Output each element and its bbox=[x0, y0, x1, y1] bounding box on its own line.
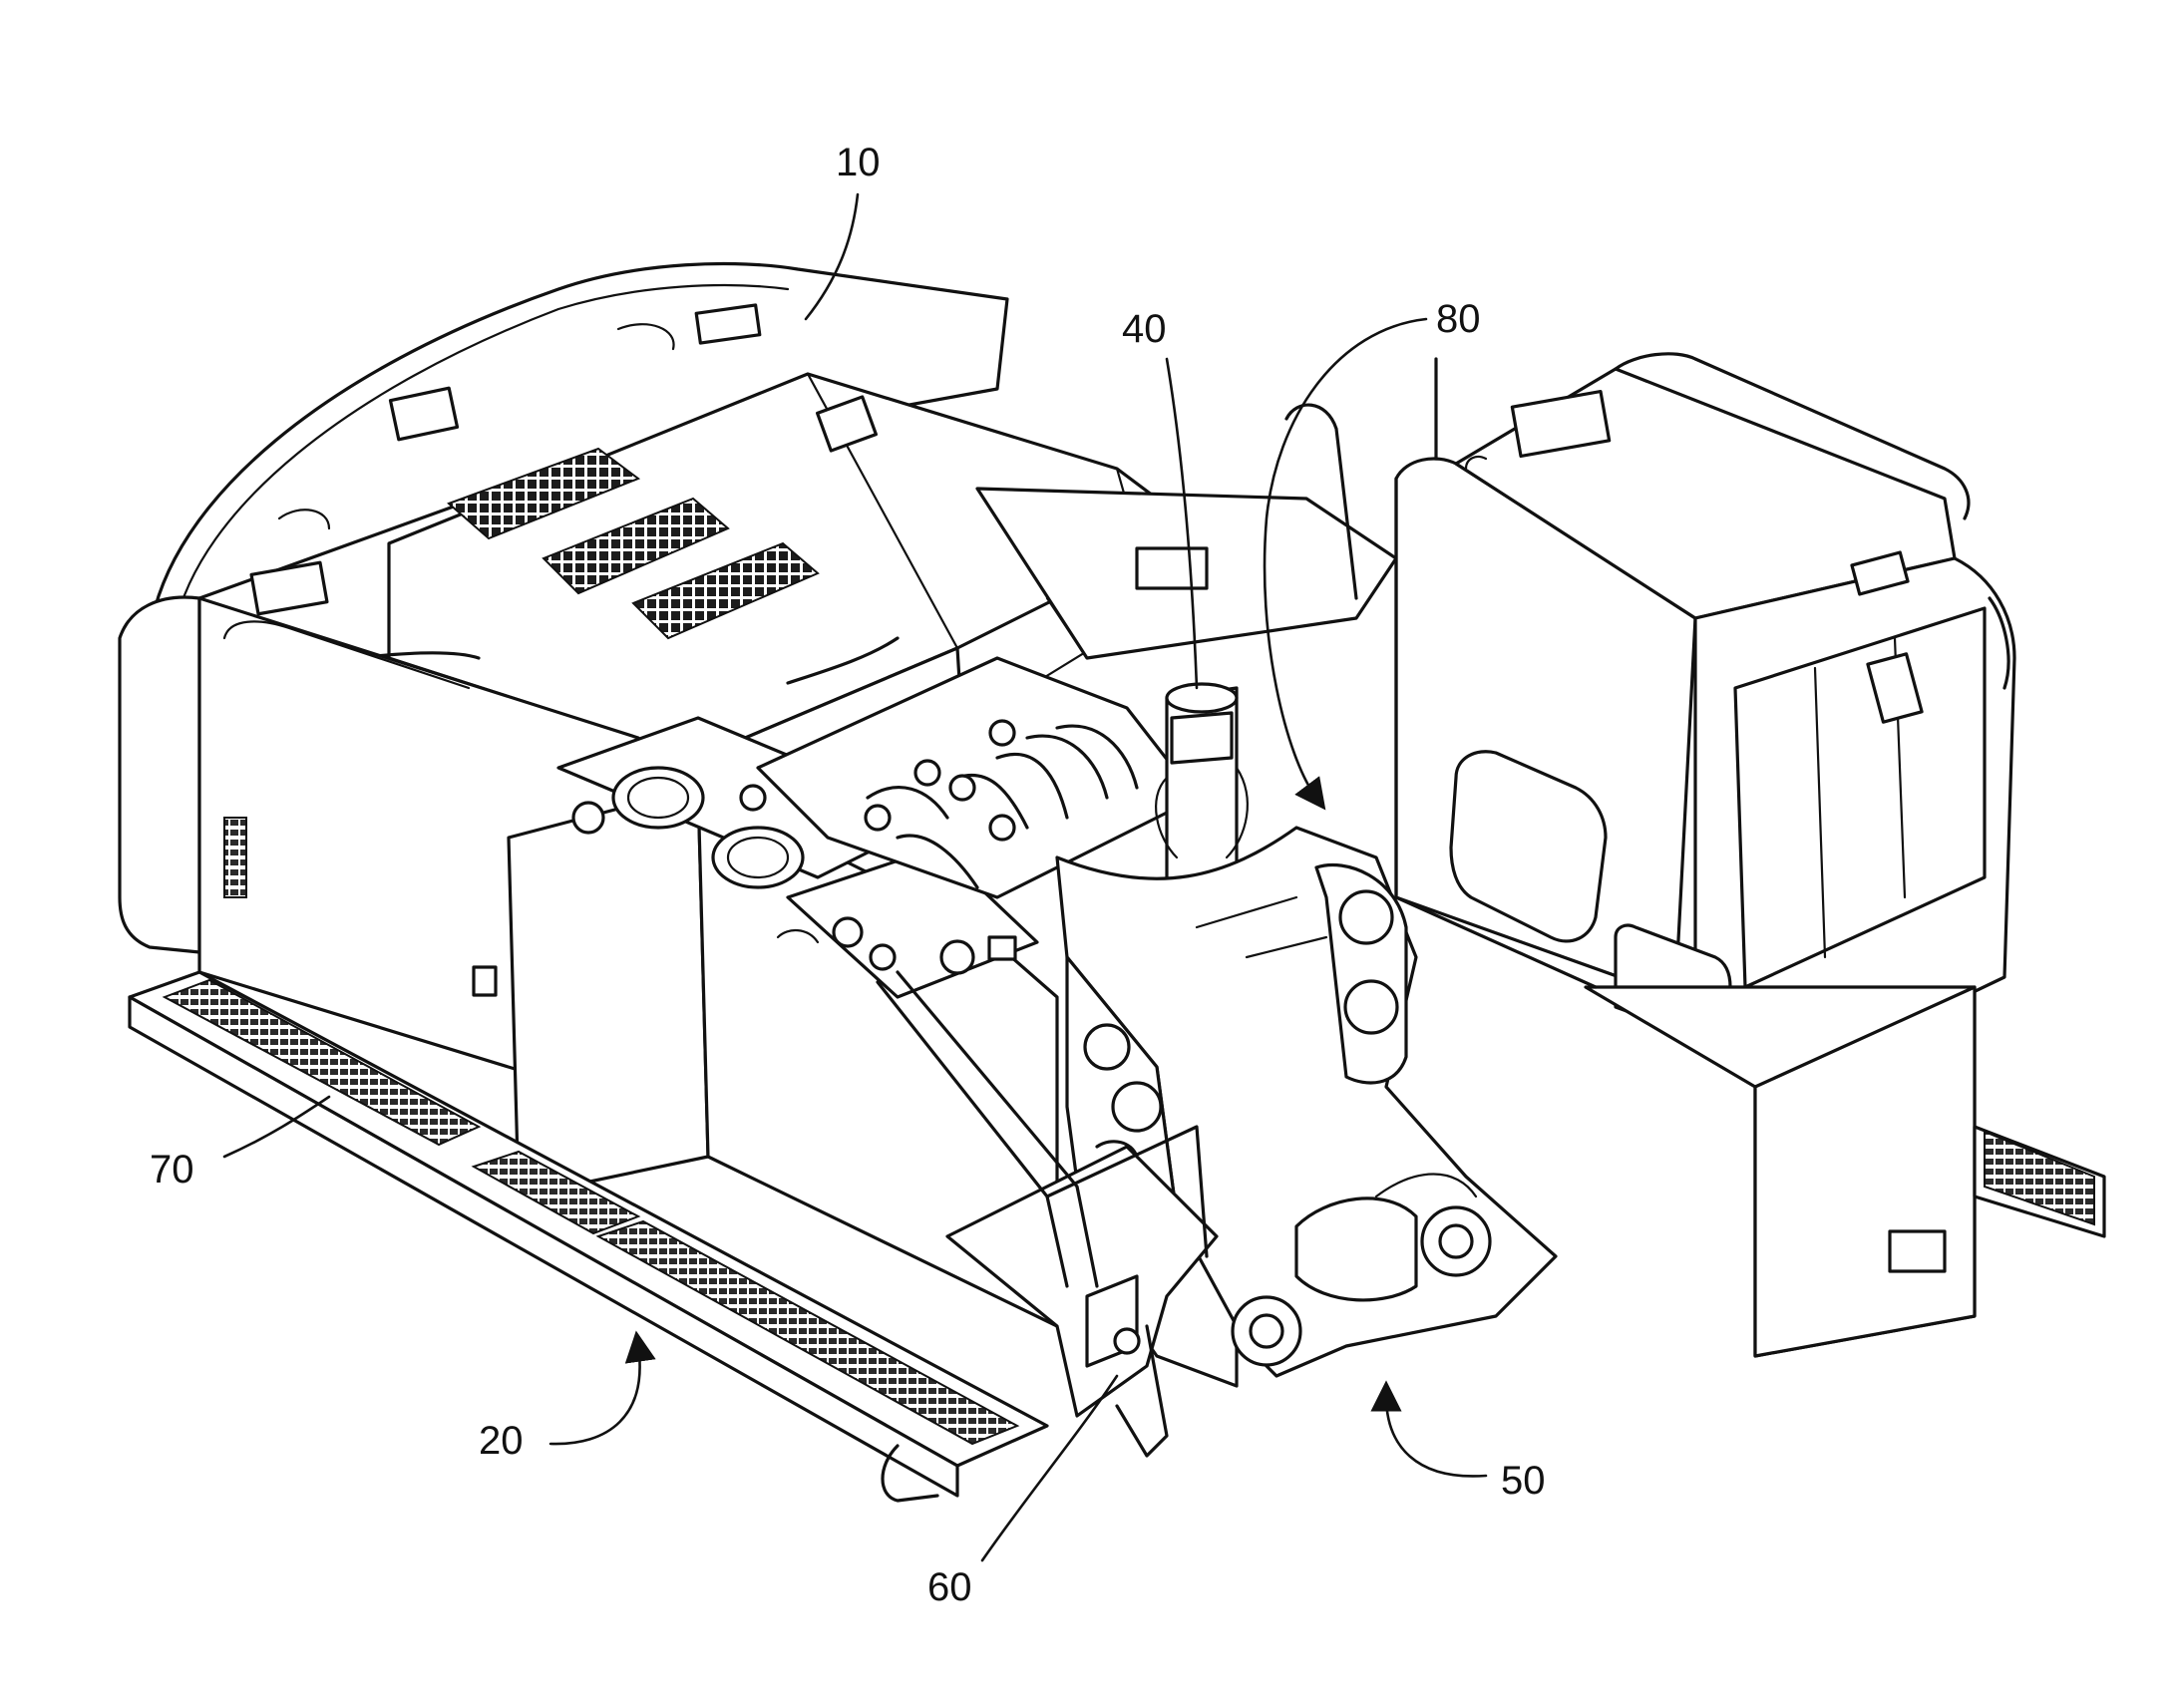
ref-label-10: 10 bbox=[836, 141, 881, 184]
leader-line-60 bbox=[980, 1374, 1119, 1562]
ref-label-50: 50 bbox=[1501, 1459, 1546, 1503]
leader-line-80 bbox=[1263, 317, 1428, 811]
leader-line-10 bbox=[804, 192, 860, 321]
ref-label-20: 20 bbox=[479, 1419, 524, 1463]
leader-line-70 bbox=[222, 1095, 331, 1159]
valve-and-hoses bbox=[756, 656, 1199, 899]
operator-cab bbox=[1284, 352, 2106, 1358]
reference-callouts: 10 40 80 70 20 60 50 bbox=[150, 141, 1546, 1609]
leader-line-50 bbox=[1370, 1380, 1488, 1478]
air-intake-grilles bbox=[447, 447, 820, 640]
rear-right-deck bbox=[975, 487, 1398, 660]
left-walkway bbox=[128, 970, 1049, 1503]
hydraulic-cap bbox=[711, 826, 805, 889]
swing-motor bbox=[1155, 682, 1249, 889]
front-step-handrail bbox=[876, 970, 1219, 1458]
leader-line-20 bbox=[548, 1330, 656, 1446]
ref-label-60: 60 bbox=[927, 1565, 972, 1609]
ref-label-70: 70 bbox=[150, 1148, 194, 1192]
leader-line-40 bbox=[1165, 357, 1199, 690]
fuel-cap bbox=[611, 766, 705, 830]
counterweight-shell bbox=[148, 261, 1009, 954]
louver-vent bbox=[223, 817, 247, 898]
ref-label-80: 80 bbox=[1436, 297, 1481, 341]
ref-label-40: 40 bbox=[1122, 307, 1167, 351]
